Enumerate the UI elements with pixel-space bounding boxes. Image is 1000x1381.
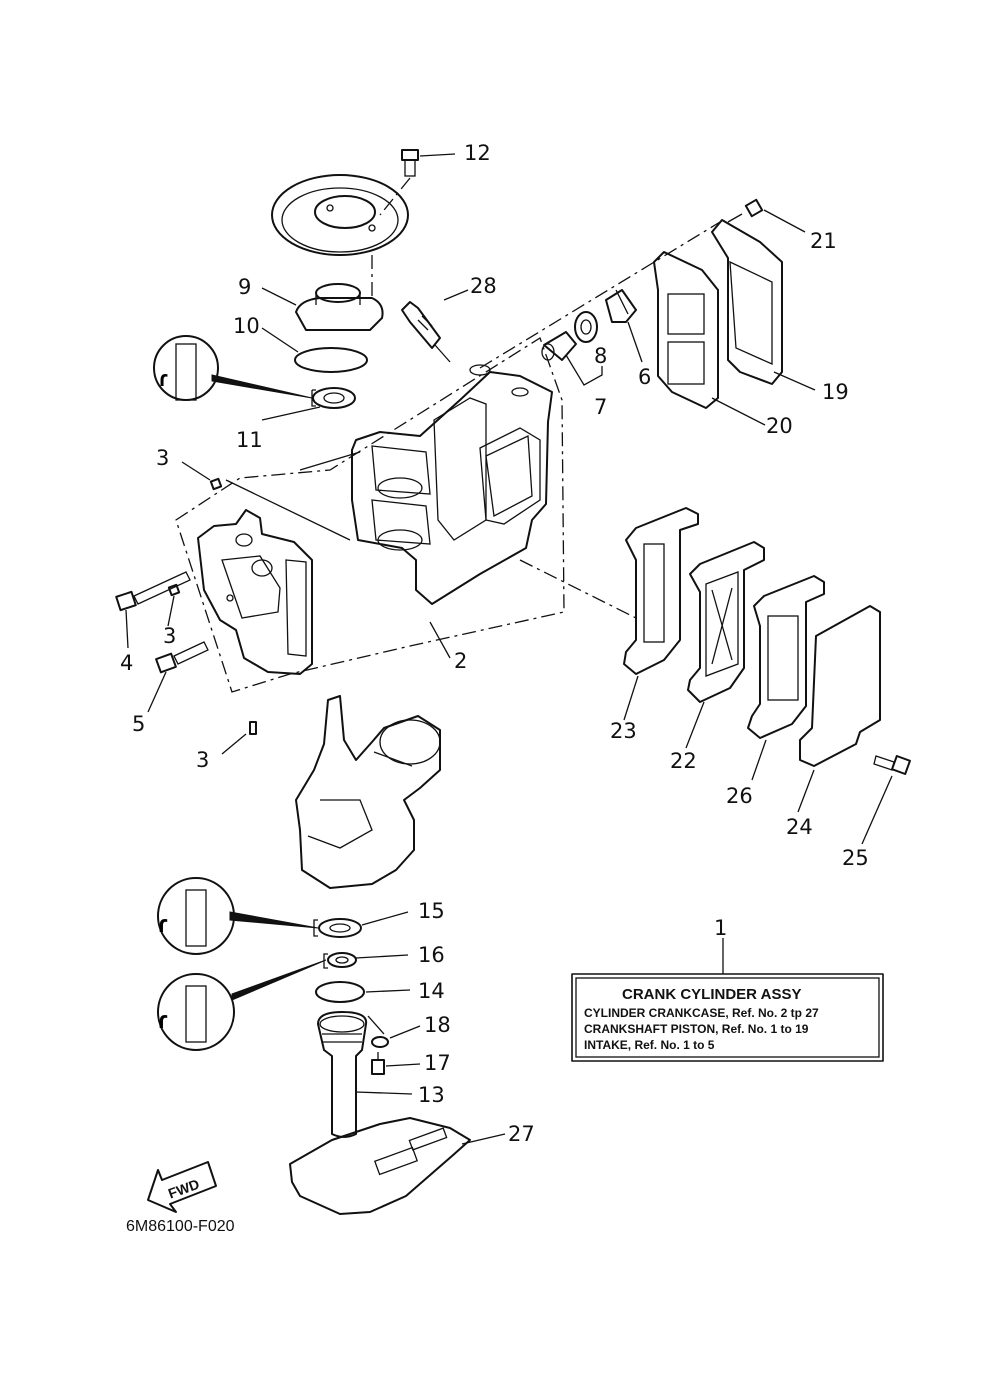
callout-19: 19 (822, 380, 849, 404)
grease-symbol-upper: ɾ (153, 335, 313, 401)
part-18-washer (367, 1015, 421, 1048)
part-14-o-ring (315, 981, 411, 1003)
assy-box-title: CRANK CYLINDER ASSY (622, 986, 801, 1003)
part-12-bolt (379, 149, 456, 216)
callout-3-mid: 3 (163, 624, 176, 648)
callout-6: 6 (638, 365, 651, 389)
part-2-assembly-boundary (175, 337, 565, 693)
part-10-o-ring (261, 327, 368, 373)
callout-14: 14 (418, 979, 445, 1003)
block-edge (299, 451, 361, 471)
callout-16: 16 (418, 943, 445, 967)
callout-18: 18 (424, 1013, 451, 1037)
leader-dowel (225, 479, 351, 541)
assy-info-box: CRANK CYLINDER ASSY CYLINDER CRANKCASE, … (571, 938, 884, 1062)
callout-10: 10 (233, 314, 260, 338)
part-4-bolt (115, 571, 191, 649)
callout-21: 21 (810, 229, 837, 253)
callout-8: 8 (594, 344, 607, 368)
part-21-bolt (727, 198, 806, 233)
callout-3-bottom: 3 (196, 748, 209, 772)
axis-line-gaskets (519, 559, 641, 621)
callout-4: 4 (120, 651, 133, 675)
callout-17: 17 (424, 1051, 451, 1075)
callout-12: 12 (464, 141, 491, 165)
callout-3-top: 3 (156, 446, 169, 470)
part-25-bolt (861, 755, 911, 845)
part-5-bolt (147, 641, 209, 713)
part-6-cover (605, 289, 643, 363)
callout-9: 9 (238, 275, 251, 299)
crankcase-half (197, 509, 313, 675)
callout-5: 5 (132, 712, 145, 736)
part-22-reed-valve (685, 541, 765, 749)
callout-11: 11 (236, 428, 263, 452)
assy-box-line-3: INTAKE, Ref. No. 1 to 5 (584, 1038, 715, 1052)
part-19-cover (711, 219, 816, 391)
callout-2: 2 (454, 649, 467, 673)
part-17-bolt (371, 1052, 421, 1075)
callout-20: 20 (766, 414, 793, 438)
part-28-spark-plug (401, 289, 469, 363)
part-23-gasket (623, 507, 699, 721)
callout-25: 25 (842, 846, 869, 870)
fwd-arrow-icon: FWD (147, 1161, 217, 1213)
callout-7: 7 (594, 395, 607, 419)
part-3-dowel-pins (167, 461, 257, 755)
svg-text:ɾ: ɾ (159, 366, 168, 391)
callout-26: 26 (726, 784, 753, 808)
callout-27: 27 (508, 1122, 535, 1146)
svg-text:ɾ: ɾ (158, 911, 168, 938)
svg-text:ɾ: ɾ (158, 1007, 168, 1034)
part-11-oil-seal (261, 387, 356, 421)
part-26-gasket (747, 575, 825, 781)
callout-28: 28 (470, 274, 497, 298)
callout-1: 1 (714, 916, 727, 940)
part-7-thermostat (541, 331, 603, 386)
callout-labels: 1 2 3 3 3 4 5 6 7 8 9 10 11 12 13 14 15 … (120, 141, 869, 1146)
part-16-oil-seal (323, 952, 409, 969)
grease-symbol-lower-2: ɾ (157, 959, 327, 1051)
crankshaft (295, 695, 441, 889)
part-8-gasket (574, 311, 598, 343)
cylinder-crankcase-block (351, 364, 553, 605)
grease-symbol-lower-1: ɾ (157, 877, 319, 955)
part-9-seal-housing (261, 283, 384, 331)
part-24-plate (797, 605, 881, 813)
callout-13: 13 (418, 1083, 445, 1107)
callout-24: 24 (786, 815, 813, 839)
top-cover-plate (271, 174, 409, 300)
part-15-oil-seal (313, 911, 409, 938)
axis-line-thermostat (479, 221, 721, 369)
diagram-code: 6M86100-F020 (126, 1218, 235, 1235)
callout-23: 23 (610, 719, 637, 743)
assy-box-line-2: CRANKSHAFT PISTON, Ref. No. 1 to 19 (584, 1022, 809, 1036)
part-20-gasket (653, 251, 766, 426)
part-27-gasket (289, 1117, 506, 1215)
callout-22: 22 (670, 749, 697, 773)
part-13-drive-tube (317, 1011, 413, 1138)
callout-15: 15 (418, 899, 445, 923)
assy-box-line-1: CYLINDER CRANKCASE, Ref. No. 2 tp 27 (584, 1006, 819, 1020)
